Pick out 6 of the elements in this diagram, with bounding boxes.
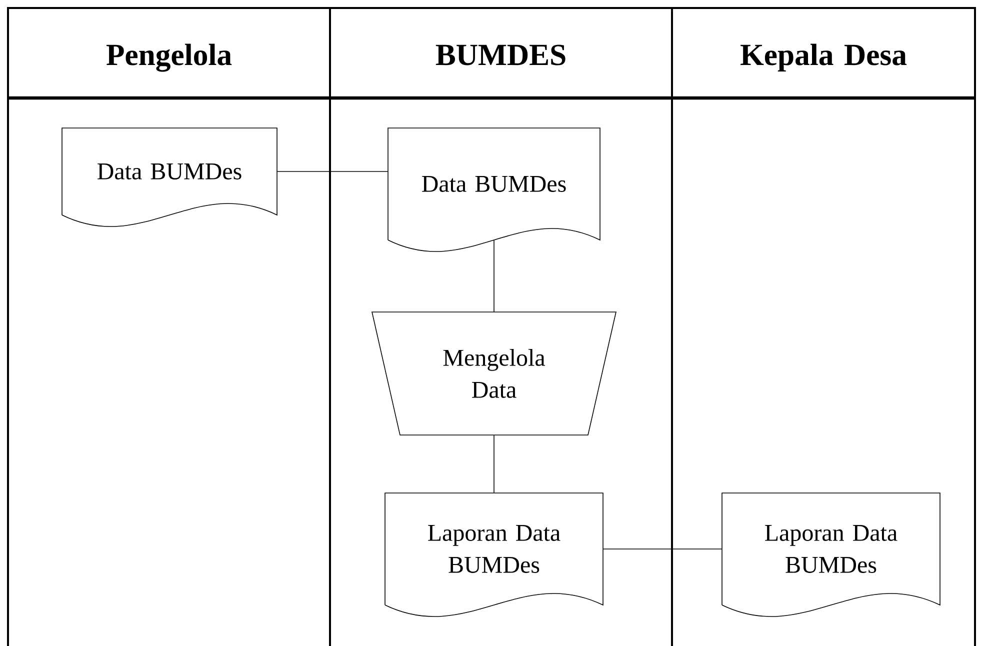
document-shape: Laporan Data BUMDes — [722, 492, 940, 617]
document-shape: Laporan Data BUMDes — [384, 492, 604, 617]
document-shape: Data BUMDes — [388, 128, 600, 252]
connector-line — [276, 171, 388, 172]
connector-line — [602, 548, 722, 550]
document-shape: Data BUMDes — [62, 128, 278, 227]
